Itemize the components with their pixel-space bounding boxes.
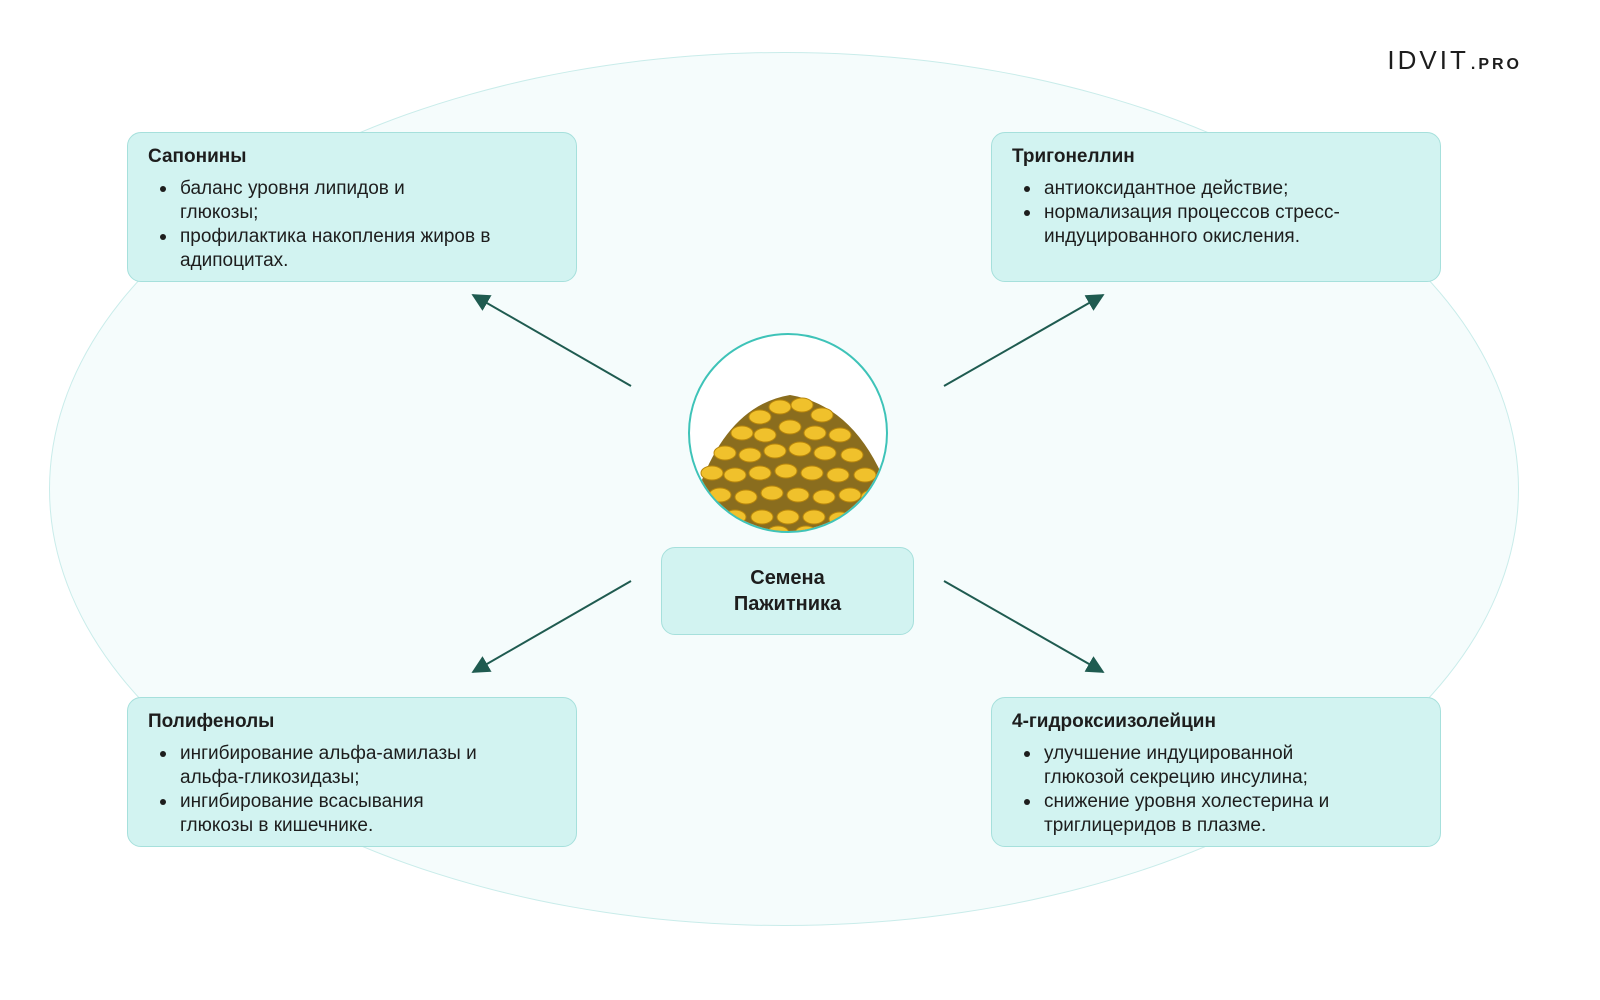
list-item: снижение уровня холестерина и триглицери…: [1012, 790, 1374, 838]
list-item: профилактика накопления жиров в адипоцит…: [148, 225, 560, 273]
card-trigonelline: Тригонеллин антиоксидантное действие; но…: [991, 132, 1441, 282]
card-polyphenols: Полифенолы ингибирование альфа-амилазы и…: [127, 697, 577, 847]
fenugreek-seeds-image: [688, 333, 888, 533]
arrow-to-hydroxyisoleucine: [943, 580, 1105, 673]
list-item: нормализация процессов стресс-индуцирова…: [1012, 201, 1414, 249]
arrow-to-polyphenols: [471, 580, 632, 673]
card-title: Тригонеллин: [1012, 146, 1135, 167]
card-title: Сапонины: [148, 146, 247, 167]
card-4-hydroxyisoleucine: 4-гидроксиизолейцин улучшение индуцирова…: [991, 697, 1441, 847]
center-label: Семена Пажитника: [661, 547, 914, 635]
logo-suffix: .PRO: [1470, 56, 1522, 73]
logo-main: IDVIT: [1387, 45, 1469, 75]
arrow-to-saponins: [471, 294, 632, 387]
arrow-to-trigonelline: [943, 294, 1105, 387]
list-item: ингибирование всасывания глюкозы в кишеч…: [148, 790, 480, 838]
card-saponins: Сапонины баланс уровня липидов и глюкозы…: [127, 132, 577, 282]
card-list: баланс уровня липидов и глюкозы; профила…: [148, 177, 556, 273]
card-list: улучшение индуцированной глюкозой секрец…: [1012, 742, 1420, 838]
card-list: антиоксидантное действие; нормализация п…: [1012, 177, 1420, 249]
card-title: Полифенолы: [148, 711, 275, 732]
card-title: 4-гидроксиизолейцин: [1012, 711, 1216, 732]
list-item: баланс уровня липидов и глюкозы;: [148, 177, 440, 225]
list-item: ингибирование альфа-амилазы и альфа-глик…: [148, 742, 540, 790]
idvit-logo: IDVIT.PRO: [1387, 45, 1522, 76]
card-list: ингибирование альфа-амилазы и альфа-глик…: [148, 742, 556, 838]
center-label-text: Семена Пажитника: [733, 567, 842, 615]
list-item: антиоксидантное действие;: [1012, 177, 1420, 201]
list-item: улучшение индуцированной глюкозой секрец…: [1012, 742, 1364, 790]
seeds-pile-icon: [700, 395, 884, 531]
